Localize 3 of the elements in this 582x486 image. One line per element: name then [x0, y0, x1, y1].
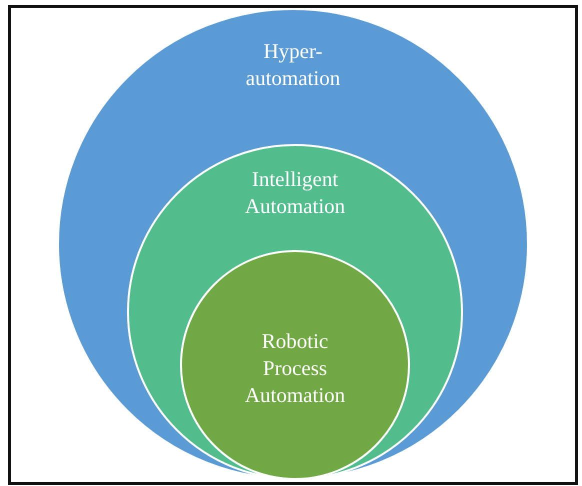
circle-label: Intelligent Automation	[244, 166, 346, 220]
circle-label: Hyper- automation	[244, 38, 342, 92]
circle-label: Robotic Process Automation	[244, 328, 346, 409]
